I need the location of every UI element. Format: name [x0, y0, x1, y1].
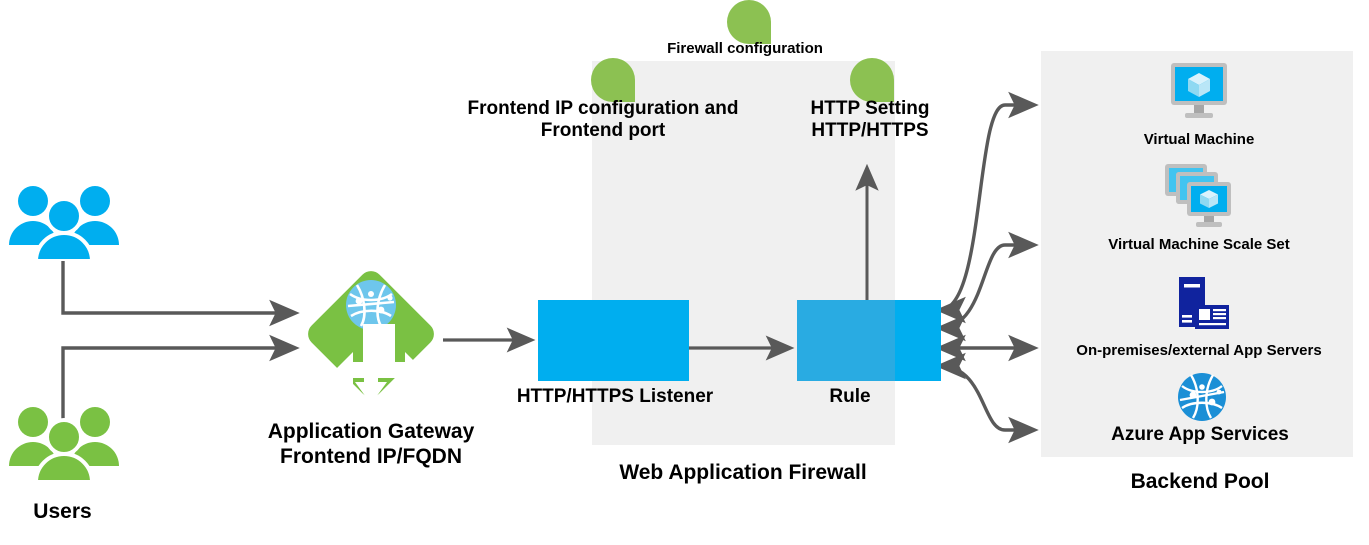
azure-app-services-label: Azure App Services — [1111, 424, 1289, 445]
on-premises-app-servers-label: On-premises/external App Servers — [1076, 342, 1322, 359]
virtual-machine-icon — [1171, 63, 1227, 118]
rule-box-right-segment — [895, 300, 941, 381]
firewall-configuration-label: Firewall configuration — [667, 40, 823, 57]
frontend-ip-configuration-pin — [591, 58, 635, 104]
backend-pool-label: Backend Pool — [1130, 470, 1270, 493]
web-application-firewall-label: Web Application Firewall — [619, 461, 867, 484]
users-group-icon — [9, 407, 119, 484]
application-gateway-icon-wrap — [295, 258, 447, 410]
users-green-group — [8, 404, 120, 484]
on-premises-app-server-icon-wrap — [1171, 275, 1233, 337]
location-pin-icon — [727, 0, 771, 44]
azure-app-services-icon-wrap — [1175, 370, 1229, 424]
http-setting-pin — [850, 58, 894, 104]
virtual-machine-icon-wrap — [1168, 60, 1230, 122]
azure-app-services-icon — [1178, 373, 1226, 421]
users-label: Users — [33, 500, 92, 523]
users-group-icon — [9, 186, 119, 263]
web-application-firewall-panel — [592, 61, 895, 445]
virtual-machine-scale-set-icon — [1165, 164, 1231, 227]
rule-box-left-segment — [797, 300, 895, 381]
http-https-listener-box — [538, 300, 689, 381]
location-pin-icon — [850, 58, 894, 102]
users-blue-group — [8, 183, 120, 263]
application-gateway-label: Application Gateway Frontend IP/FQDN — [267, 420, 475, 468]
location-pin-icon — [591, 58, 635, 102]
http-https-listener-label: HTTP/HTTPS Listener — [516, 386, 714, 407]
virtual-machine-scale-set-label: Virtual Machine Scale Set — [1108, 236, 1290, 253]
firewall-configuration-pin — [727, 0, 771, 46]
frontend-ip-configuration-label: Frontend IP configuration and Frontend p… — [467, 98, 739, 142]
application-gateway-diamond-icon — [308, 271, 434, 404]
rule-label: Rule — [829, 386, 871, 407]
virtual-machine-scale-set-icon-wrap — [1163, 162, 1235, 228]
http-setting-label: HTTP Setting HTTP/HTTPS — [810, 98, 930, 142]
on-premises-app-server-icon — [1179, 277, 1229, 329]
virtual-machine-label: Virtual Machine — [1143, 131, 1255, 148]
